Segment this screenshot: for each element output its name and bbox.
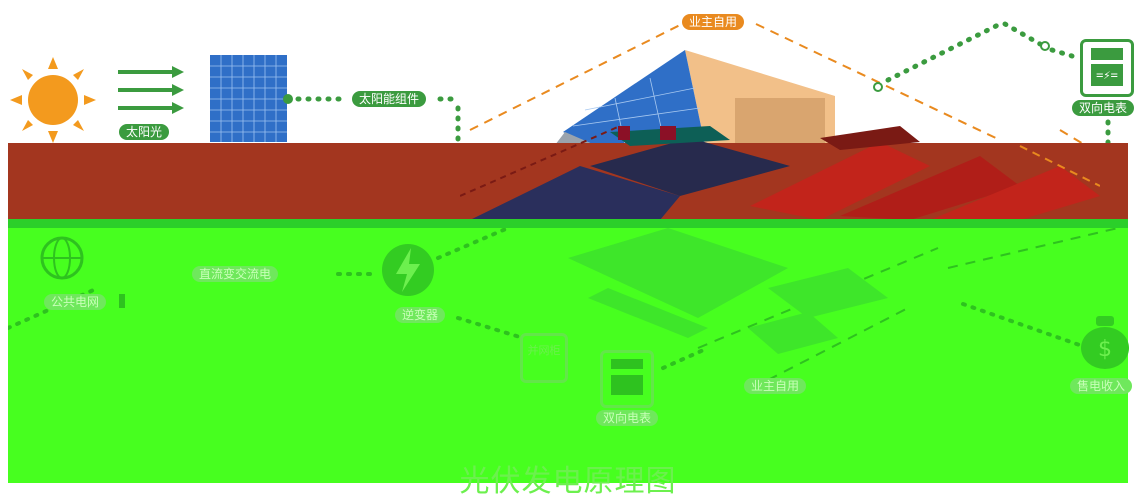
green-transition-strip: [8, 219, 1128, 229]
svg-text:$: $: [1098, 337, 1112, 362]
self-use-label-bottom: 业主自用: [744, 378, 807, 394]
combiner-cabinet-icon: 并网柜: [520, 333, 568, 383]
red-roof-shapes: [460, 126, 1100, 220]
page-title: 光伏发电原理图: [459, 464, 677, 499]
bidirectional-meter-icon-bottom: [600, 350, 654, 408]
sunlight-label: 太阳光: [119, 124, 170, 140]
income-label-faded: 售电收入: [1070, 378, 1133, 394]
globe-grid-icon: [40, 236, 84, 280]
solar-module-label: 太阳能组件: [352, 91, 427, 107]
money-bag-icon: $: [1081, 316, 1129, 369]
factory-roof-icon: [555, 50, 835, 145]
grid-marker: [119, 294, 125, 308]
connector-lines: [283, 21, 1111, 145]
solar-panel-icon: [210, 55, 287, 142]
arrow-right-icon: [118, 66, 184, 114]
dc-to-ac-label-faded: 直流变交流电: [192, 266, 279, 282]
ghost-diagram-lines: [8, 228, 1119, 381]
bidirectional-meter-icon: =⚡=: [1080, 39, 1134, 97]
sun-icon: [10, 57, 96, 143]
combiner-label-faded: 并网柜: [527, 344, 561, 357]
bidirectional-meter-label-bottom: 双向电表: [596, 410, 659, 426]
grid-label-faded: 公共电网: [44, 294, 107, 310]
inverter-label-faded: 逆变器: [395, 307, 446, 323]
lightning-icon: [382, 244, 434, 296]
bidirectional-meter-label-top: 双向电表: [1072, 100, 1135, 116]
self-use-label-top: 业主自用: [682, 14, 745, 30]
